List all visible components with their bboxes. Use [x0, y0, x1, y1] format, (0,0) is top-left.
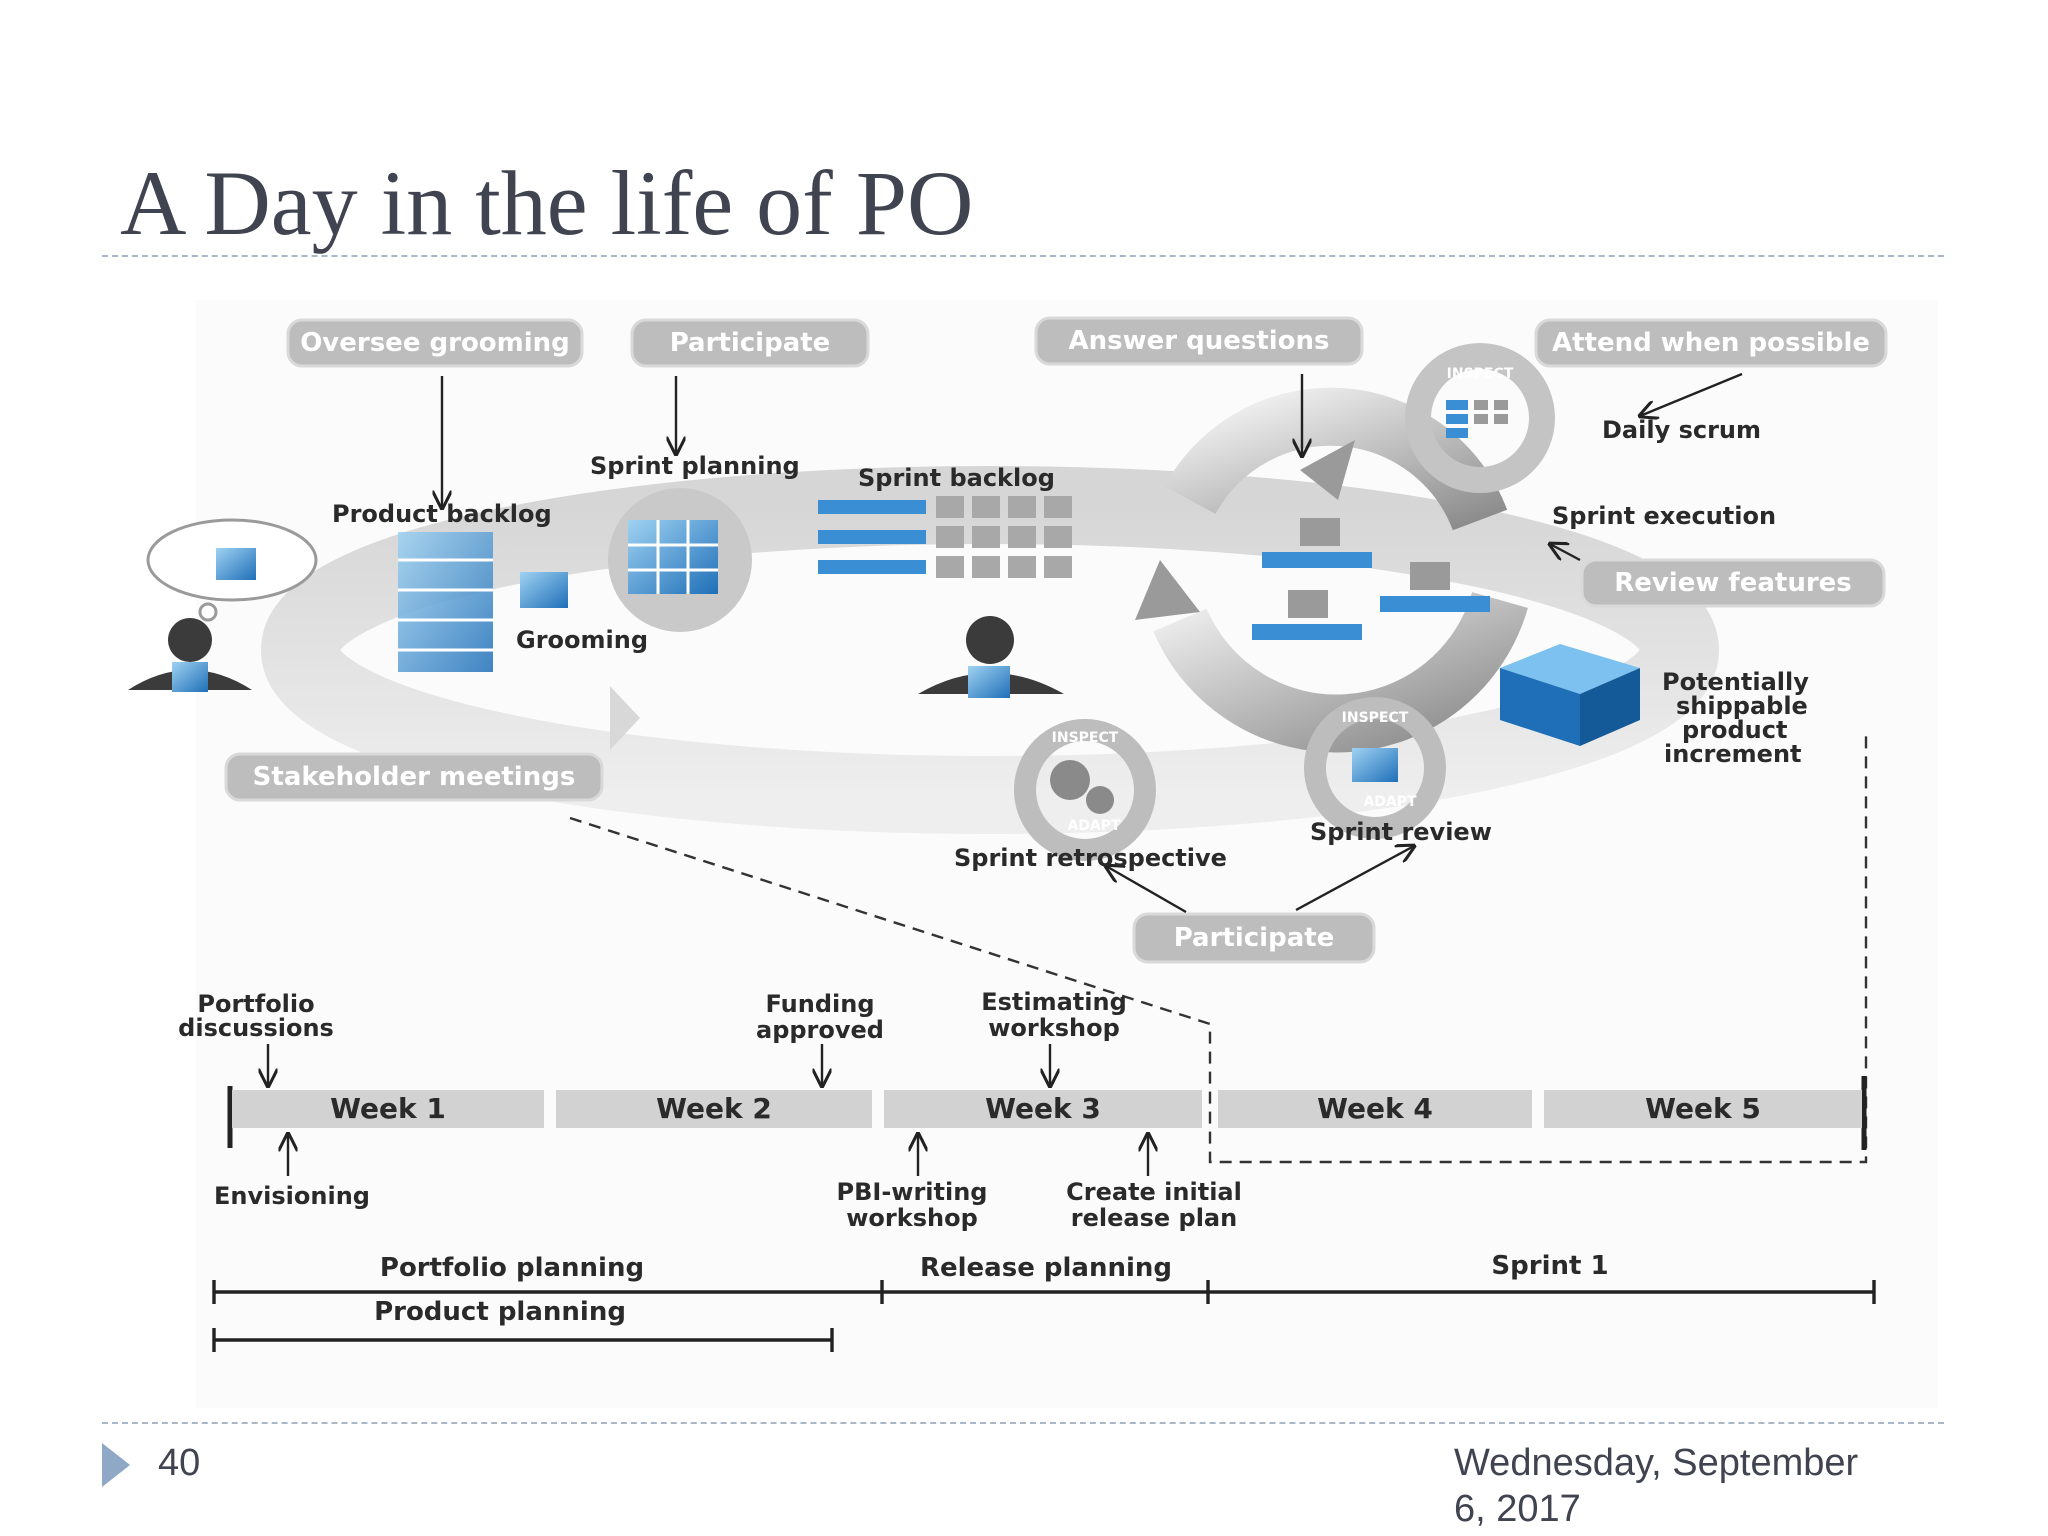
slide-title: A Day in the life of PO — [120, 152, 974, 254]
product-backlog-stack — [398, 532, 568, 672]
sprint-review-cycle: INSPECT ADAPT — [1304, 697, 1446, 839]
sprint-backlog-label: Sprint backlog — [858, 464, 1055, 492]
event-create-initial-release-plan: Create initial release plan — [1066, 1134, 1242, 1232]
shippable-line-4: increment — [1664, 740, 1802, 768]
event-portfolio-discussions: Portfolio discussions — [178, 990, 334, 1086]
role-answer-questions-label: Answer questions — [1068, 326, 1329, 356]
role-answer-questions: Answer questions — [1034, 316, 1364, 366]
product-owner-figure-left — [128, 518, 318, 692]
review-inspect-label: INSPECT — [1342, 710, 1409, 726]
daily-scrum-label: Daily scrum — [1602, 416, 1761, 444]
funding-approved-line-1: Funding — [765, 990, 874, 1018]
daily-scrum-inspect-label: INSPECT — [1447, 366, 1514, 382]
phase-sprint-1: Sprint 1 — [1491, 1251, 1608, 1281]
footer-date: Wednesday, September 6, 2017 — [1454, 1442, 1859, 1530]
retrospective-adapt-label: ADAPT — [1067, 818, 1121, 834]
footer-divider — [102, 1422, 1944, 1424]
product-owner-figure-center — [918, 616, 1064, 698]
sprint-retrospective-label: Sprint retrospective — [954, 844, 1227, 872]
week-3-label: Week 3 — [985, 1092, 1101, 1125]
daily-scrum-cycle: INSPECT — [1405, 343, 1555, 493]
sprint-review-label: Sprint review — [1310, 818, 1492, 846]
phase-portfolio-planning: Portfolio planning — [380, 1253, 644, 1283]
shippable-increment-cube — [1500, 644, 1640, 746]
week-5-label: Week 5 — [1645, 1092, 1761, 1125]
shippable-line-1: Potentially — [1662, 668, 1809, 696]
sprint-planning-globe — [608, 488, 752, 632]
sprint-retrospective-cycle: INSPECT ADAPT — [1014, 719, 1156, 861]
week-4: Week 4 — [1218, 1090, 1532, 1128]
release-plan-line-2: release plan — [1071, 1204, 1237, 1232]
role-participate-review: Participate — [1132, 912, 1376, 964]
role-attend-when-possible: Attend when possible — [1534, 318, 1888, 368]
role-participate-planning: Participate — [630, 318, 870, 368]
week-3: Week 3 — [884, 1090, 1202, 1128]
envisioning-label: Envisioning — [214, 1182, 370, 1210]
bullet-triangle-icon — [102, 1443, 130, 1487]
event-estimating-workshop: Estimating workshop — [981, 988, 1127, 1086]
week-2: Week 2 — [556, 1090, 872, 1128]
review-adapt-label: ADAPT — [1363, 794, 1417, 810]
timeline: Week 1 Week 2 Week 3 Week 4 Week 5 — [227, 1076, 1867, 1150]
estimating-workshop-line-1: Estimating — [981, 988, 1127, 1016]
shippable-line-3: product — [1682, 716, 1787, 744]
pbi-writing-line-1: PBI-writing — [837, 1178, 988, 1206]
sprint-execution-team — [1252, 518, 1490, 640]
phase-bars — [212, 1280, 1876, 1352]
role-arrows — [442, 372, 1743, 914]
title-divider — [102, 255, 1944, 257]
page-number: 40 — [158, 1442, 201, 1484]
week-4-label: Week 4 — [1317, 1092, 1433, 1125]
role-participate-review-label: Participate — [1174, 923, 1335, 953]
phase-release-planning: Release planning — [920, 1253, 1172, 1283]
funding-approved-line-2: approved — [756, 1016, 884, 1044]
week-1-label: Week 1 — [330, 1092, 446, 1125]
release-plan-line-1: Create initial — [1066, 1178, 1242, 1206]
sprint-planning-label: Sprint planning — [590, 452, 800, 480]
estimating-workshop-line-2: workshop — [988, 1014, 1120, 1042]
event-funding-approved: Funding approved — [756, 990, 884, 1086]
product-backlog-label: Product backlog — [332, 500, 552, 528]
dashed-connectors — [569, 734, 1868, 1164]
role-oversee-grooming: Oversee grooming — [286, 318, 584, 368]
role-participate-planning-label: Participate — [670, 328, 831, 358]
role-oversee-grooming-label: Oversee grooming — [300, 328, 570, 358]
role-review-features: Review features — [1580, 558, 1886, 608]
event-pbi-writing-workshop: PBI-writing workshop — [837, 1134, 988, 1232]
phase-product-planning: Product planning — [374, 1297, 626, 1327]
portfolio-discussions-line-2: discussions — [178, 1014, 334, 1042]
role-stakeholder-meetings: Stakeholder meetings — [224, 752, 604, 802]
week-1: Week 1 — [232, 1090, 544, 1128]
week-5: Week 5 — [1544, 1090, 1862, 1128]
shippable-line-2: shippable — [1676, 692, 1808, 720]
sprint-backlog-grid — [818, 496, 1072, 578]
role-review-features-label: Review features — [1614, 568, 1852, 598]
retrospective-inspect-label: INSPECT — [1052, 730, 1119, 746]
grooming-label: Grooming — [516, 626, 648, 654]
portfolio-discussions-line-1: Portfolio — [197, 990, 314, 1018]
event-envisioning: Envisioning — [214, 1134, 370, 1210]
pbi-writing-line-2: workshop — [846, 1204, 978, 1232]
week-2-label: Week 2 — [656, 1092, 772, 1125]
sprint-execution-label: Sprint execution — [1552, 502, 1776, 530]
role-stakeholder-meetings-label: Stakeholder meetings — [253, 762, 576, 792]
role-attend-when-possible-label: Attend when possible — [1552, 328, 1870, 358]
